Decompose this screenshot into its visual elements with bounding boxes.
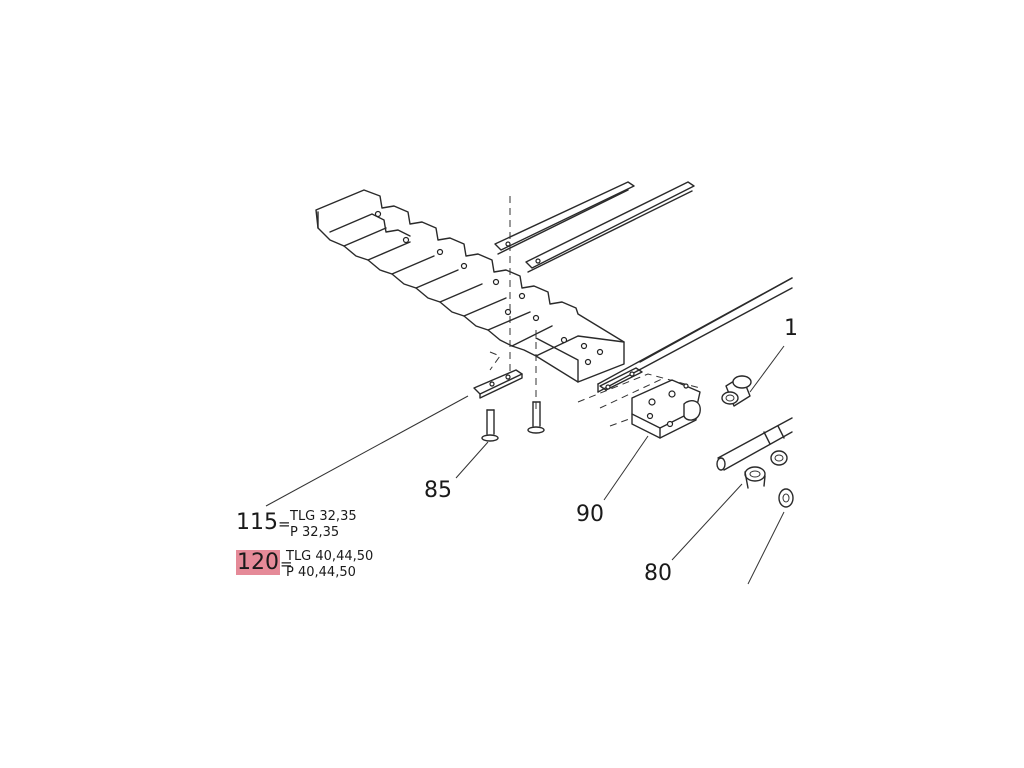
callout-80: 80 (644, 561, 672, 586)
upper-guide-rails (494, 181, 695, 273)
assembly-guide-lines (489, 196, 537, 410)
leader-lines (265, 345, 785, 585)
legend-120-line1: TLG 40,44,50 (286, 549, 374, 564)
legend-115-line2: P 32,35 (290, 525, 340, 540)
callout-90: 90 (576, 502, 604, 527)
legend-115: 115= (236, 510, 291, 535)
legend-120-equals: = (280, 555, 293, 573)
lower-guide-rail (597, 277, 793, 393)
mounting-plate (473, 369, 523, 399)
callout-85: 85 (424, 478, 452, 503)
bolt-85 (481, 401, 545, 442)
clamp-bracket-90 (577, 373, 701, 439)
legend-120-line2: P 40,44,50 (286, 565, 356, 580)
shaft-80 (716, 417, 794, 508)
legend-115-number: 115 (236, 510, 278, 535)
toothed-rack (315, 189, 625, 383)
legend-115-line1: TLG 32,35 (290, 509, 357, 524)
legend-115-equals: = (278, 515, 291, 533)
bushing-part (721, 375, 752, 407)
legend-120-number-highlighted: 120 (236, 550, 280, 575)
callout-1-partial: 1 (784, 316, 798, 341)
legend-120: 120= (236, 550, 293, 575)
